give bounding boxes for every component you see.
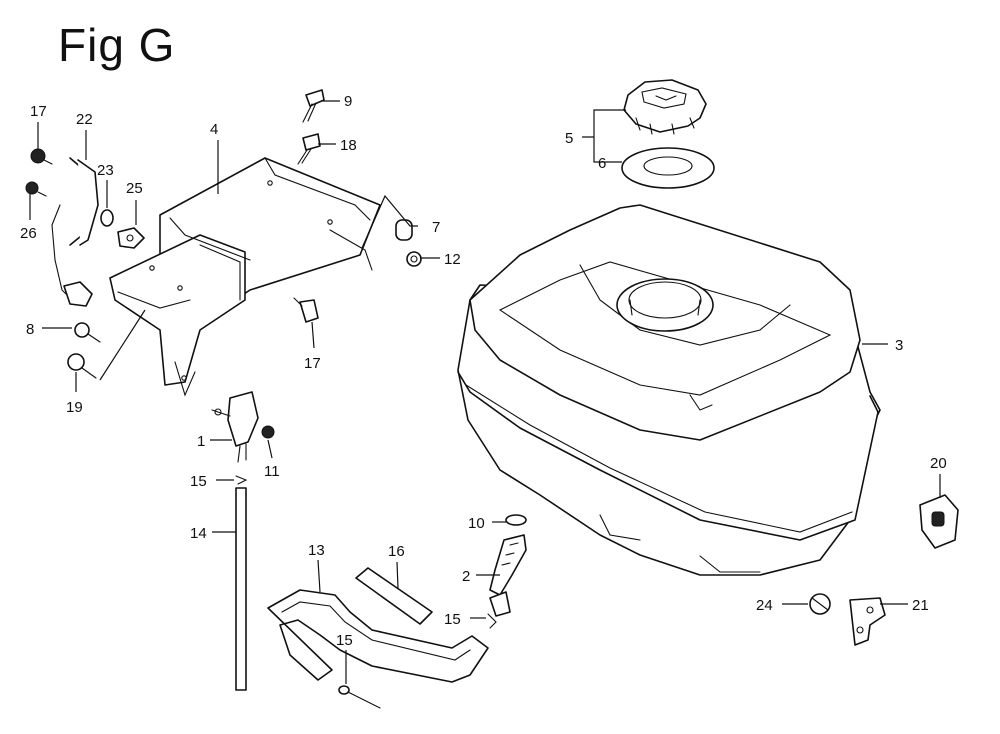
callout-21: 21 (912, 597, 929, 614)
callout-13: 13 (308, 542, 325, 559)
callout-17-upper: 17 (30, 103, 47, 120)
leader-lines (29, 100, 941, 684)
bracket-21 (849, 597, 886, 646)
strainer-10 (505, 514, 527, 526)
fuel-hose-13 (267, 589, 489, 683)
callout-24: 24 (756, 597, 773, 614)
callout-15-mid: 15 (444, 611, 461, 628)
bolt-17-bracket (293, 297, 319, 323)
tube-14 (235, 487, 247, 691)
callout-18: 18 (340, 137, 357, 154)
callout-2: 2 (462, 568, 470, 585)
callout-22: 22 (76, 111, 93, 128)
callout-23: 23 (97, 162, 114, 179)
fuel-tank (457, 204, 881, 576)
fuel-valve-1 (211, 391, 259, 463)
bolt-26 (25, 181, 47, 197)
callout-14: 14 (190, 525, 207, 542)
nut-25 (117, 227, 145, 249)
callout-3: 3 (895, 337, 903, 354)
callout-11: 11 (264, 463, 280, 480)
fuel-cap (623, 79, 707, 135)
tank-bracket (109, 157, 381, 397)
clip-15-lower (338, 685, 381, 709)
callout-labels: 5 6 3 4 9 18 7 12 17 22 23 25 26 8 19 17… (20, 93, 947, 649)
cap-seal (621, 147, 715, 189)
washer-23 (100, 209, 114, 227)
callout-4: 4 (210, 121, 218, 138)
screw-11 (261, 425, 275, 439)
callout-16: 16 (388, 543, 405, 560)
bolt-9 (302, 89, 325, 123)
tube-16 (355, 567, 433, 625)
clip-15-mid (487, 613, 497, 629)
callout-15-upper: 15 (190, 473, 207, 490)
callout-25: 25 (126, 180, 143, 197)
callout-10: 10 (468, 515, 485, 532)
fuel-cock-2 (489, 534, 527, 617)
callout-7: 7 (432, 219, 440, 236)
bolt-18 (297, 133, 321, 165)
callout-6: 6 (598, 155, 606, 172)
bolt-17-upper (30, 148, 53, 165)
clamp-24 (809, 593, 831, 615)
damper-20 (919, 494, 959, 549)
callout-17-bracket: 17 (304, 355, 321, 372)
callout-5: 5 (565, 130, 573, 147)
callout-20: 20 (930, 455, 947, 472)
callout-19: 19 (66, 399, 83, 416)
callout-8: 8 (26, 321, 34, 338)
collar-7 (395, 219, 413, 241)
bolt-8 (74, 322, 101, 343)
callout-1: 1 (197, 433, 205, 450)
callout-12: 12 (444, 251, 461, 268)
clip-15-upper (235, 475, 248, 485)
bolt-19 (67, 353, 97, 379)
callout-9: 9 (344, 93, 352, 110)
nut-12 (406, 251, 422, 267)
callout-26: 26 (20, 225, 37, 242)
figure-title: Fig G (58, 19, 176, 71)
callout-15-lower: 15 (336, 632, 353, 649)
fuel-line-clamp-assembly (51, 157, 99, 307)
